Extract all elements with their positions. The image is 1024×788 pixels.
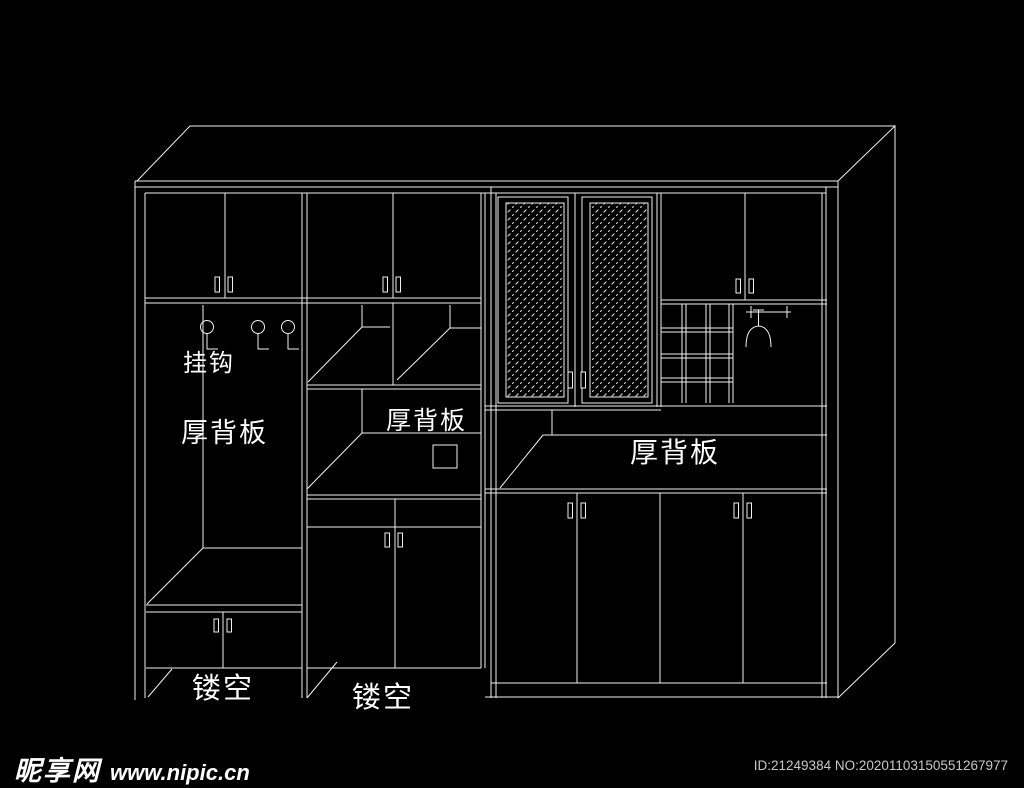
door-handle — [568, 372, 573, 388]
desk-niche — [307, 389, 481, 499]
glass-door-frame — [582, 197, 652, 403]
label-hollow-middle: 镂空 — [352, 682, 415, 714]
counter-front-edge — [485, 489, 827, 493]
door-handle — [581, 503, 586, 518]
front-top-edge — [135, 181, 838, 187]
coat-hook-icon — [252, 321, 270, 350]
middle-lower-cabinet — [307, 499, 481, 668]
wine-glass-bowl — [746, 326, 771, 347]
left-assembly-right-panel — [481, 193, 485, 668]
niche-bottom-shelf — [307, 495, 481, 499]
counter-area — [485, 406, 827, 493]
label-hollow-left: 镂空 — [192, 673, 255, 705]
door-handle — [383, 277, 388, 292]
wine-rack-lattice — [661, 304, 733, 403]
door-handle — [568, 503, 573, 518]
counter-perspective-lines — [500, 410, 827, 488]
right-unit-left-wall — [491, 187, 496, 698]
glass-pane-hatched — [590, 203, 648, 397]
right-side-face — [838, 126, 895, 698]
wine-glass-stem — [753, 310, 764, 326]
stemware-rail — [746, 306, 791, 318]
image-id-text: ID:21249384 NO:20201103150551267977 — [753, 758, 1008, 773]
socket-square — [433, 445, 457, 468]
wardrobe-bottom-shelf — [146, 605, 302, 612]
niche-interior-lines — [307, 389, 481, 489]
cubby-right-interior — [397, 305, 481, 380]
glass-pane-hatched — [506, 203, 564, 397]
cubby-bottom-shelf — [307, 385, 481, 389]
base-hollow-marks — [148, 662, 337, 698]
door-handle — [398, 533, 403, 547]
upper-row-bottom-left — [145, 298, 481, 303]
upper-left-doors — [215, 193, 401, 298]
upper-row-bottom-right — [661, 300, 827, 304]
door-handle — [227, 619, 232, 632]
cabinet-carcass — [135, 126, 895, 700]
door-handle — [734, 503, 739, 518]
cubby-left-interior — [308, 305, 390, 382]
door-handle — [396, 277, 401, 292]
drawer-band — [307, 499, 481, 527]
wardrobe-compartment — [146, 305, 302, 612]
glass-door-cabinet — [498, 193, 661, 407]
watermark-site-name: 昵享网 — [14, 756, 101, 786]
stemware-holder-icon — [746, 306, 791, 347]
label-back-panel-right: 厚背板 — [630, 438, 721, 469]
door-handle — [736, 279, 741, 293]
door-handle — [228, 277, 233, 292]
mid-column-panel — [302, 193, 307, 698]
door-handle — [214, 619, 219, 632]
coat-hook-icon — [282, 321, 300, 350]
label-back-panel-left: 厚背板 — [181, 418, 268, 448]
open-cubbies — [307, 303, 481, 389]
watermark: 昵享网 www.nipic.cn — [14, 749, 250, 788]
hollow-leader-middle — [307, 662, 337, 698]
door-handle — [749, 279, 754, 293]
coat-hook-icon — [201, 321, 219, 350]
glass-cabinet-right-panel — [657, 193, 661, 407]
label-hook: 挂钩 — [183, 351, 235, 377]
counter-back-top — [485, 406, 827, 410]
door-handle — [747, 503, 752, 518]
wardrobe-interior-lines — [147, 305, 302, 604]
hollow-leader-left — [148, 669, 172, 697]
glass-door-frame — [498, 197, 568, 403]
top-face — [137, 126, 895, 181]
door-handle — [215, 277, 220, 292]
door-handle — [385, 533, 390, 547]
watermark-site-url: www.nipic.cn — [110, 760, 250, 785]
upper-right-cupboard — [736, 193, 754, 300]
right-unit-right-wall — [822, 187, 826, 698]
front-left-edge — [135, 181, 145, 700]
label-back-panel-middle: 厚背板 — [386, 408, 468, 435]
shoe-cabinet — [146, 612, 302, 668]
lower-right-cupboard — [491, 493, 827, 683]
door-handle — [581, 372, 586, 388]
